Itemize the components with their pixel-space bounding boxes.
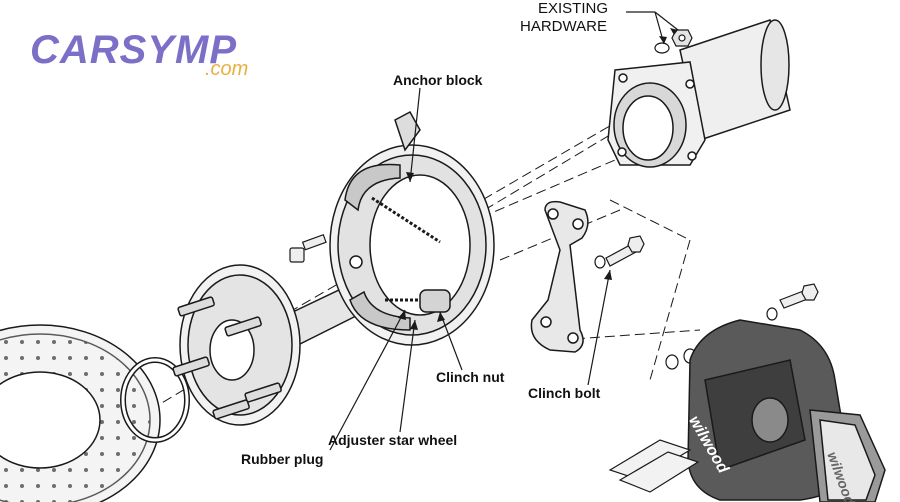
caliper-bracket bbox=[530, 200, 589, 353]
pad-shim bbox=[608, 439, 700, 493]
rubber-plug-label: Rubber plug bbox=[241, 451, 324, 467]
anchor-block-label: Anchor block bbox=[393, 72, 483, 88]
caliper-mounting-bolt bbox=[665, 283, 819, 370]
existing-hardware-nut-washer bbox=[654, 29, 693, 54]
wilwood-caliper: wilwood bbox=[685, 319, 851, 501]
existing-hardware-label-line1: EXISTING bbox=[538, 0, 609, 17]
seal-ring bbox=[120, 357, 190, 443]
existing-hardware-label-line2: HARDWARE bbox=[520, 18, 607, 35]
axle-housing-tube bbox=[607, 19, 791, 168]
drum-brake-backing-plate bbox=[329, 110, 495, 346]
carsymp-logo-domain: .com bbox=[205, 58, 249, 80]
clinch-nut-label: Clinch nut bbox=[436, 369, 505, 385]
brake-pad: wilwood bbox=[809, 409, 886, 502]
leader-lines bbox=[329, 11, 679, 451]
backing-plate-bolt bbox=[289, 233, 327, 263]
leader-arrowheads bbox=[398, 28, 678, 330]
adjuster-star-wheel-label: Adjuster star wheel bbox=[328, 432, 458, 448]
clinch-bolt bbox=[594, 235, 645, 269]
carsymp-logo: CARSYMP bbox=[30, 28, 238, 72]
drilled-rotor bbox=[0, 324, 161, 502]
clinch-bolt-label: Clinch bolt bbox=[528, 385, 601, 401]
